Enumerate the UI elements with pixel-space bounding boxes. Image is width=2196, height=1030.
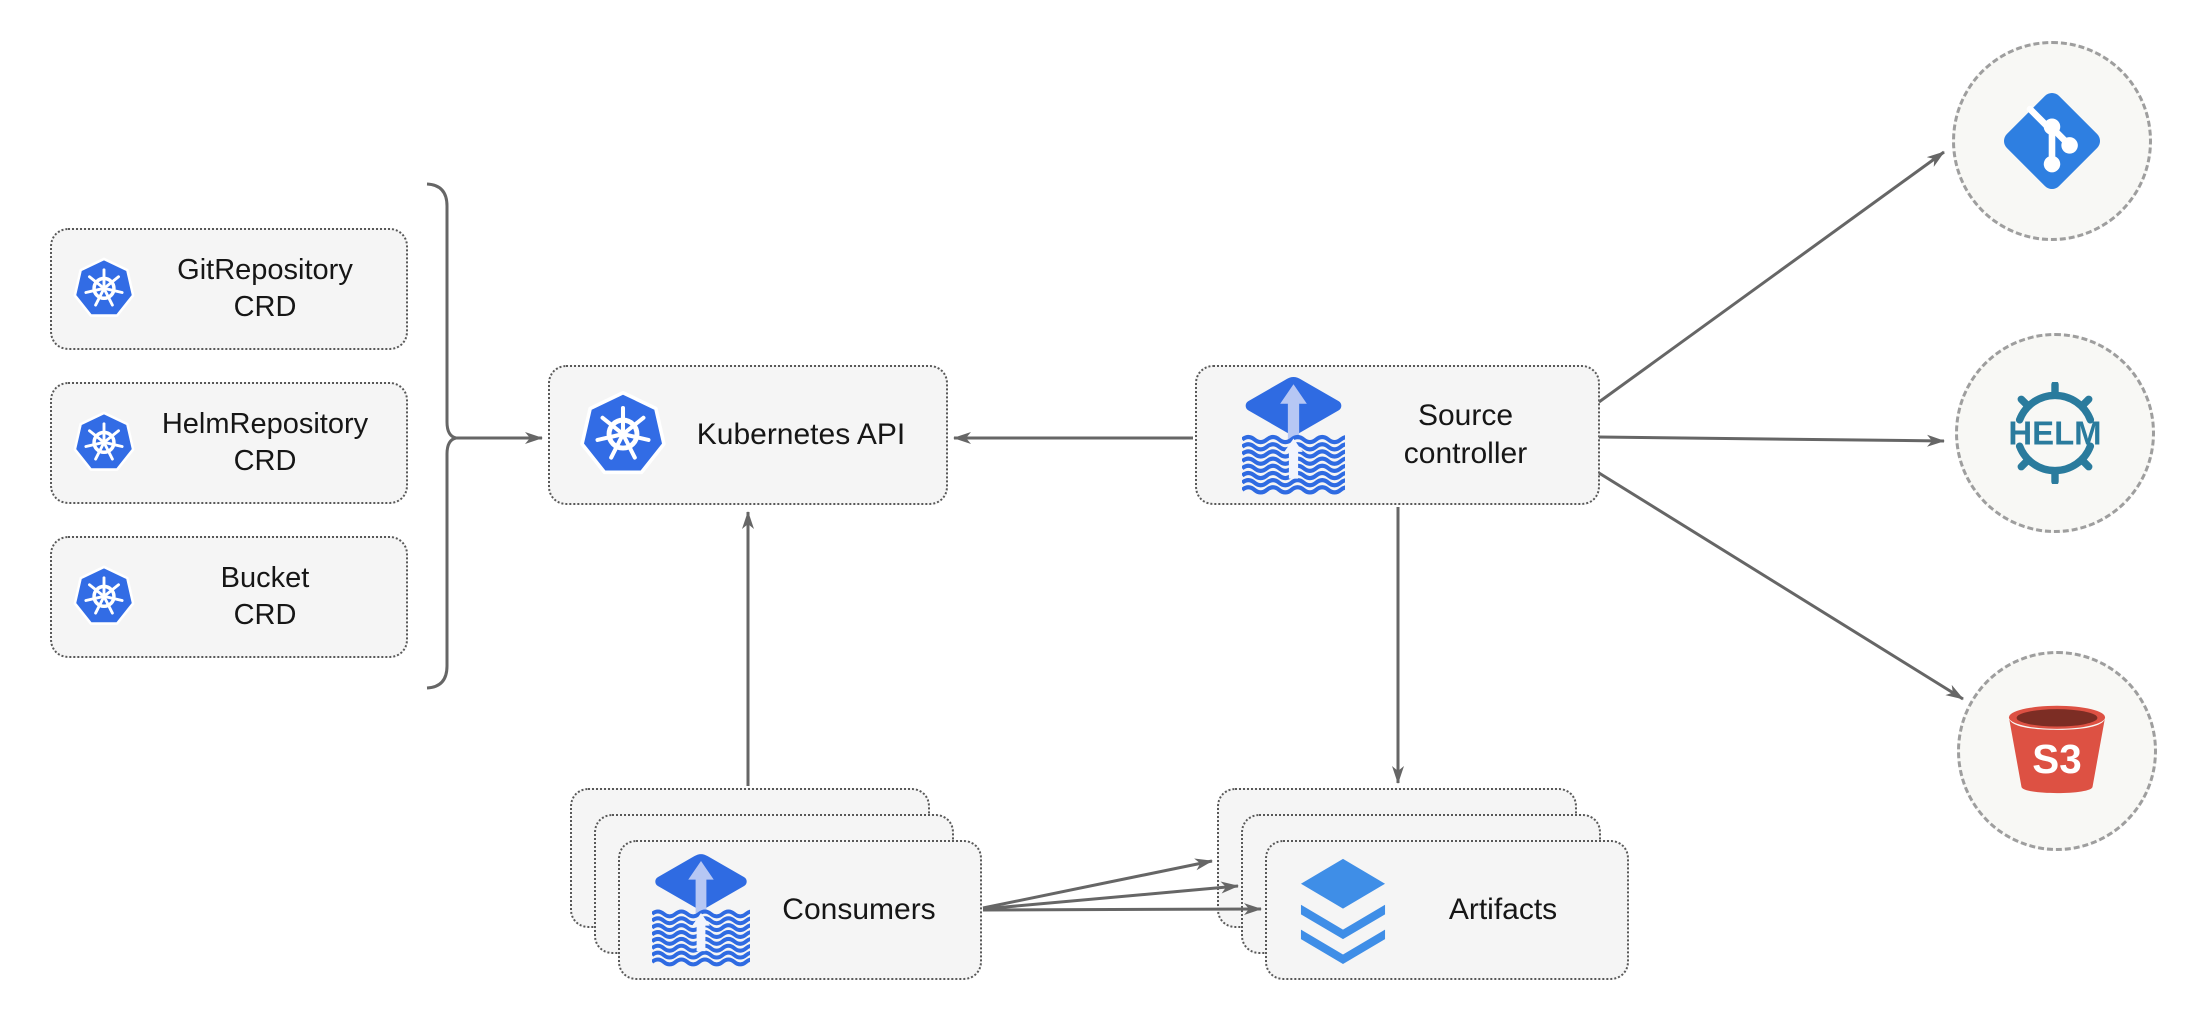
helm-source-node: HELM — [1955, 333, 2155, 533]
arrow-source-to-helm — [1598, 434, 1945, 447]
helm-wordmark: HELM — [2008, 415, 2101, 452]
bucket-crd-node: Bucket CRD — [50, 536, 408, 658]
flux-source-icon — [1242, 376, 1345, 495]
arrow-source-to-git — [1598, 150, 1945, 404]
arrow-source-to-s3 — [1598, 471, 1964, 701]
kubernetes-icon — [72, 257, 136, 321]
flux-source-icon — [652, 853, 750, 967]
layers-icon — [1295, 857, 1391, 964]
helm-icon: HELM — [2008, 382, 2102, 484]
helmrepository-crd-label: HelmRepository CRD — [161, 408, 369, 477]
arrow-consumers-to-artifacts-2 — [982, 881, 1239, 911]
kubernetes-api-node: Kubernetes API — [548, 365, 948, 505]
kubernetes-icon — [72, 411, 136, 475]
consumers-label: Consumers — [782, 892, 936, 926]
consumers-node: Consumers — [618, 840, 982, 980]
kubernetes-icon — [578, 390, 668, 480]
git-icon — [2003, 92, 2101, 190]
git-source-node — [1952, 41, 2152, 241]
arrow-consumers-to-artifacts-1 — [982, 858, 1213, 910]
kubernetes-api-label: Kubernetes API — [696, 417, 906, 451]
s3-bucket-icon: S3 — [2008, 705, 2106, 794]
source-controller-node: Source controller — [1195, 365, 1600, 505]
helmrepository-crd-node: HelmRepository CRD — [50, 382, 408, 504]
source-controller-label: Source controller — [1403, 398, 1528, 470]
s3-wordmark: S3 — [2032, 736, 2081, 782]
artifacts-node: Artifacts — [1265, 840, 1629, 980]
gitrepository-crd-label: GitRepository CRD — [177, 254, 353, 323]
s3-source-node: S3 — [1957, 651, 2157, 851]
kubernetes-icon — [72, 565, 136, 629]
bucket-crd-label: Bucket CRD — [220, 562, 310, 631]
gitrepository-crd-node: GitRepository CRD — [50, 228, 408, 350]
artifacts-label: Artifacts — [1448, 892, 1558, 926]
crd-group-bracket — [426, 182, 457, 690]
